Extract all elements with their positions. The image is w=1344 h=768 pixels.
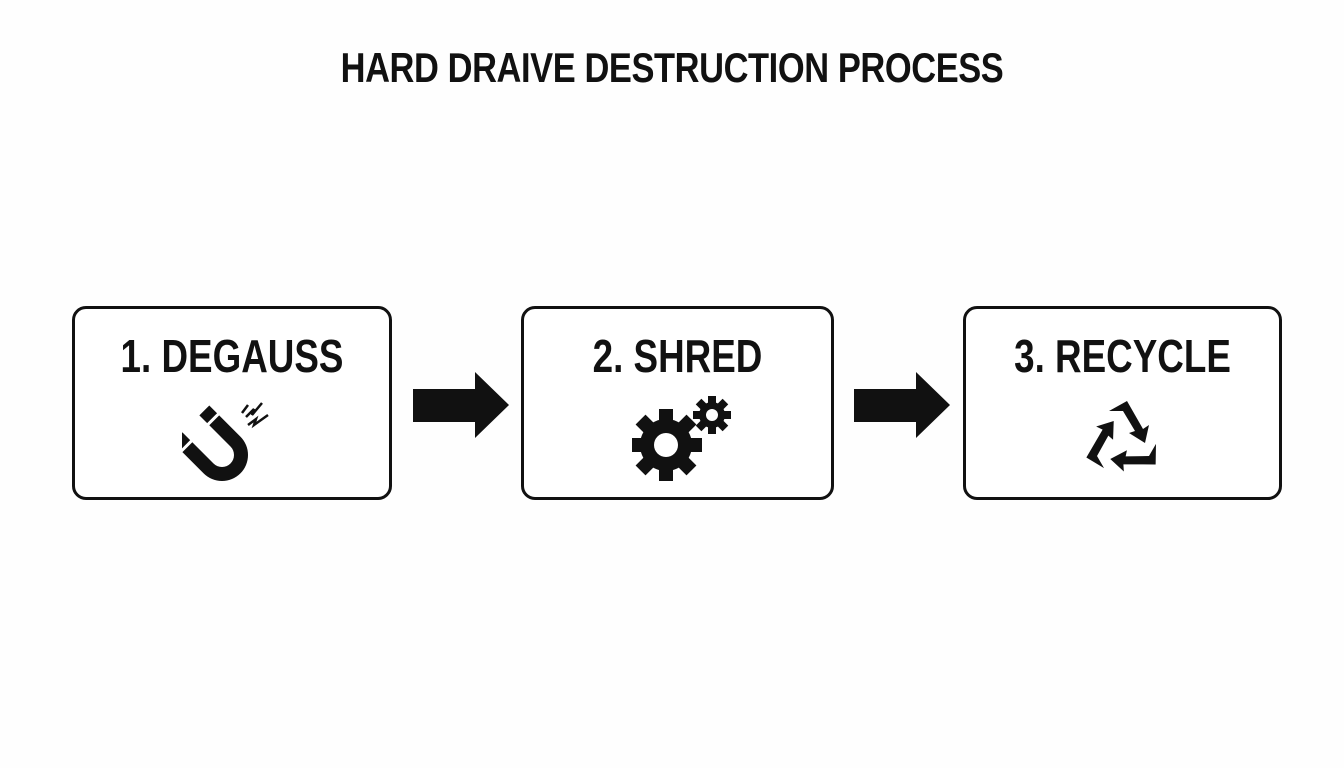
magnet-icon [172,395,282,492]
right-arrow-icon [413,372,509,443]
step-label: 1. DEGAUSS [120,330,344,382]
step-recycle: 3. RECYCLE [963,306,1282,500]
step-degauss: 1. DEGAUSS [72,306,392,500]
gears-icon [629,393,736,488]
right-arrow-icon [854,372,950,443]
step-label: 2. SHRED [592,330,763,382]
recycle-icon [1077,395,1169,488]
step-shred: 2. SHRED [521,306,834,500]
diagram-title: HARD DRAIVE DESTRUCTION PROCESS [340,44,1004,91]
step-label: 3. RECYCLE [1014,330,1231,382]
